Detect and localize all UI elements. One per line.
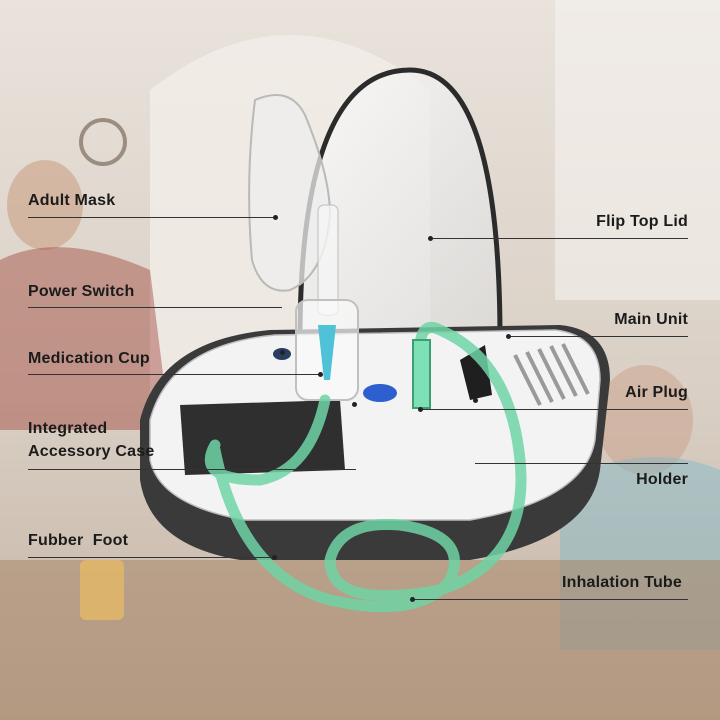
label-main-unit: Main Unit bbox=[614, 311, 688, 328]
medication-cup-inner bbox=[318, 325, 336, 380]
marker-adult-mask bbox=[273, 215, 278, 220]
label-air-plug: Air Plug bbox=[625, 384, 688, 401]
label-accessory-case-line1: Integrated bbox=[28, 420, 108, 437]
leader-medication-cup bbox=[28, 374, 320, 375]
leader-main-unit bbox=[508, 336, 688, 337]
marker-rubber-foot bbox=[272, 555, 277, 560]
marker-inhalation-tube bbox=[410, 597, 415, 602]
label-adult-mask: Adult Mask bbox=[28, 192, 116, 209]
background-person-left bbox=[7, 160, 83, 250]
adult-mask bbox=[248, 94, 332, 292]
leader-rubber-foot bbox=[28, 557, 275, 558]
marker-main-unit bbox=[506, 334, 511, 339]
medication-cup-tube bbox=[317, 204, 339, 316]
side-vents bbox=[513, 343, 590, 406]
background-person-right bbox=[597, 365, 693, 475]
label-rubber-foot: Fubber Foot bbox=[28, 532, 129, 549]
leader-holder bbox=[475, 463, 688, 464]
marker-power-switch bbox=[280, 350, 285, 355]
leader-air-plug bbox=[420, 409, 688, 410]
label-holder: Holder bbox=[636, 471, 688, 488]
label-inhalation-tube: Inhalation Tube bbox=[561, 574, 682, 591]
background-person-left-body bbox=[0, 247, 170, 430]
label-medication-cup: Medication Cup bbox=[28, 350, 150, 367]
label-accessory-case-line2: Accessory Case bbox=[28, 443, 155, 460]
leader-power-switch bbox=[28, 307, 282, 308]
label-power-switch: Power Switch bbox=[28, 283, 135, 300]
leader-inhalation-tube bbox=[412, 599, 688, 600]
marker-air-plug bbox=[418, 407, 423, 412]
air-filter bbox=[363, 384, 397, 402]
marker-holder bbox=[473, 398, 478, 403]
air-plug bbox=[412, 339, 431, 409]
leader-flip-top-lid bbox=[430, 238, 688, 239]
marker-medication-cup bbox=[318, 372, 323, 377]
marker-accessory-case bbox=[352, 402, 357, 407]
background-glass bbox=[80, 560, 124, 620]
inhalation-tube bbox=[204, 322, 527, 613]
leader-accessory-case bbox=[28, 469, 356, 470]
background-window bbox=[555, 0, 720, 300]
background-clock bbox=[79, 118, 127, 166]
label-flip-top-lid: Flip Top Lid bbox=[596, 213, 688, 230]
marker-flip-top-lid bbox=[428, 236, 433, 241]
leader-adult-mask bbox=[28, 217, 275, 218]
